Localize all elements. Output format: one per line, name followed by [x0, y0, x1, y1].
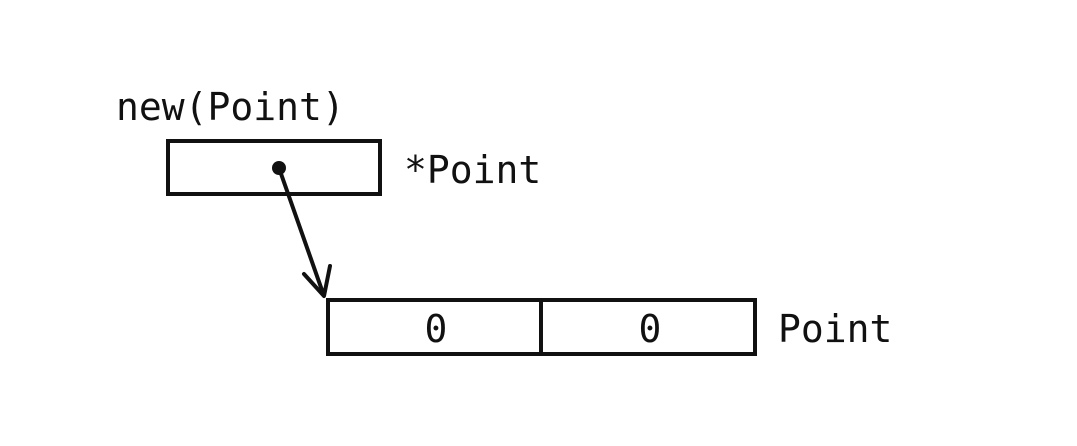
pointer-type-label: *Point [404, 148, 541, 192]
expression-label: new(Point) [116, 85, 345, 129]
pointer-arrow [277, 167, 326, 297]
arrow-head [302, 264, 332, 298]
struct-type-label: Point [778, 307, 892, 351]
field-value-2: 0 [639, 307, 662, 351]
pointer-box [166, 139, 382, 196]
field-value-1: 0 [425, 307, 448, 351]
